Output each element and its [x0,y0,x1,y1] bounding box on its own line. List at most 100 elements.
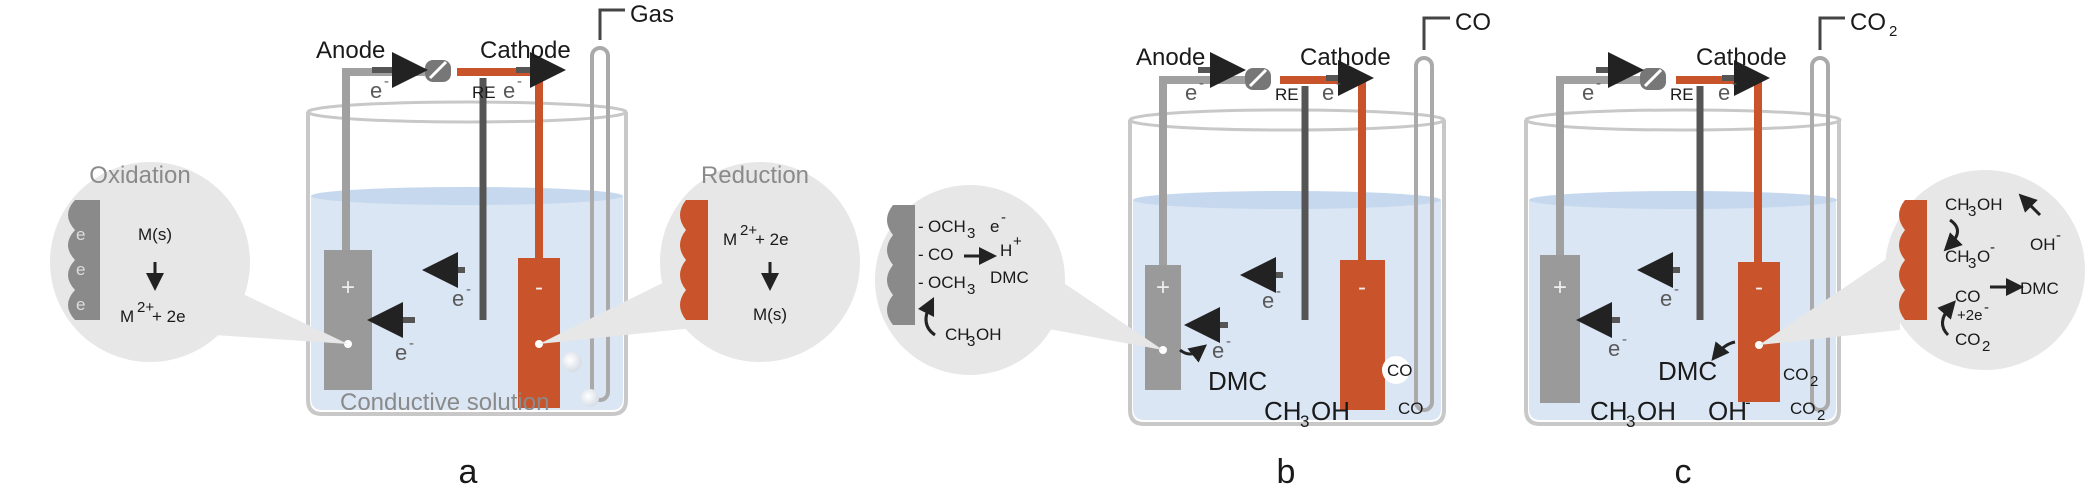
svg-text:+: + [341,274,355,301]
svg-text:CO: CO [1850,9,1886,36]
svg-text:-: - [1674,281,1679,298]
svg-text:Cathode: Cathode [1696,44,1787,71]
svg-text:OH: OH [1708,396,1747,426]
svg-text:e: e [503,78,515,103]
svg-text:-: - [1755,274,1763,301]
svg-text:3: 3 [1968,255,1976,272]
svg-text:OH: OH [1977,195,2003,214]
svg-text:-: - [1199,75,1204,92]
svg-text:M(s): M(s) [138,225,172,244]
svg-text:-: - [1622,331,1627,348]
svg-text:-: - [1984,299,1989,316]
svg-text:CH: CH [1264,396,1302,426]
svg-text:CH: CH [1590,396,1628,426]
anode-electrode-a [324,250,372,390]
svg-text:-: - [535,274,543,301]
svg-text:DMC: DMC [1208,366,1267,396]
inset-b [875,185,1065,375]
svg-text:3: 3 [967,333,975,350]
svg-text:+: + [1013,233,1022,250]
svg-text:CO: CO [1790,399,1816,418]
caption-b: b [1277,453,1296,491]
svg-text:CO: CO [1398,399,1424,418]
svg-text:-: - [1336,75,1341,92]
svg-text:2: 2 [1810,373,1818,390]
svg-text:+ 2e: + 2e [152,307,186,326]
svg-text:-: - [409,335,414,352]
svg-text:-: - [1990,239,1995,256]
svg-text:-: - [1276,283,1281,300]
svg-text:OH: OH [976,325,1002,344]
svg-text:+2e: +2e [1957,307,1982,324]
svg-text:-: - [466,281,471,298]
svg-text:e: e [1322,80,1334,105]
svg-text:3: 3 [1626,412,1635,431]
reduction-title: Reduction [701,162,809,189]
svg-text:CH: CH [1945,195,1970,214]
svg-text:-: - [918,217,924,236]
reduction-inset [660,162,860,362]
svg-text:e: e [76,295,85,314]
svg-text:CO: CO [928,245,954,264]
svg-text:RE: RE [1275,85,1299,104]
svg-text:e: e [452,286,464,311]
svg-text:e: e [395,340,407,365]
beaker-c [1524,120,1841,426]
svg-text:2: 2 [1982,338,1990,355]
svg-text:e: e [1608,336,1620,361]
svg-text:CO: CO [1783,365,1809,384]
svg-text:e: e [1212,338,1224,363]
svg-text:Cathode: Cathode [1300,44,1391,71]
svg-text:3: 3 [967,225,975,242]
svg-text:3: 3 [967,281,975,298]
svg-text:-: - [384,73,389,90]
svg-text:+: + [1156,274,1170,301]
svg-text:-: - [1745,393,1751,412]
svg-text:e: e [990,217,999,236]
svg-text:DMC: DMC [2020,279,2059,298]
svg-text:-: - [1226,333,1231,350]
svg-text:e: e [76,225,85,244]
svg-text:O: O [1977,247,1990,266]
panel-b: + - e- e- e- e- Anode Cathode RE CO DMC … [875,9,1491,491]
svg-text:CH: CH [945,325,970,344]
svg-text:e: e [1660,286,1672,311]
caption-a: a [459,453,478,491]
svg-text:Anode: Anode [1136,44,1205,71]
svg-text:CO: CO [1455,9,1491,36]
svg-text:3: 3 [1300,412,1309,431]
svg-text:-: - [1732,75,1737,92]
svg-text:CH: CH [1945,247,1970,266]
beaker-b [1128,120,1446,426]
svg-text:OCH: OCH [928,273,966,292]
svg-text:2: 2 [1817,407,1825,424]
svg-text:RE: RE [1670,85,1694,104]
svg-text:2: 2 [1889,23,1897,40]
caption-c: c [1675,453,1692,491]
svg-text:CO: CO [1387,361,1413,380]
svg-text:-: - [1358,274,1366,301]
svg-text:e: e [370,78,382,103]
svg-text:e: e [1718,80,1730,105]
svg-text:OH: OH [1311,396,1350,426]
svg-text:e: e [1262,288,1274,313]
inset-c [1885,170,2085,370]
svg-text:CO: CO [1955,330,1981,349]
svg-text:-: - [1001,209,1006,226]
svg-text:M: M [723,230,737,249]
svg-text:e: e [76,260,85,279]
svg-text:OCH: OCH [928,217,966,236]
svg-text:e: e [1185,80,1197,105]
svg-text:-: - [2056,227,2061,244]
svg-text:+: + [1553,274,1567,301]
svg-text:H: H [1000,241,1012,260]
svg-text:OH: OH [2030,235,2056,254]
panel-a: + - e- e- e- e- Anode Cathode RE Gas Con… [50,1,860,491]
gas-label-a: Gas [630,1,674,28]
svg-text:3: 3 [1968,203,1976,220]
solution-label: Conductive solution [340,389,549,416]
svg-text:e: e [1582,80,1594,105]
svg-text:DMC: DMC [990,268,1029,287]
